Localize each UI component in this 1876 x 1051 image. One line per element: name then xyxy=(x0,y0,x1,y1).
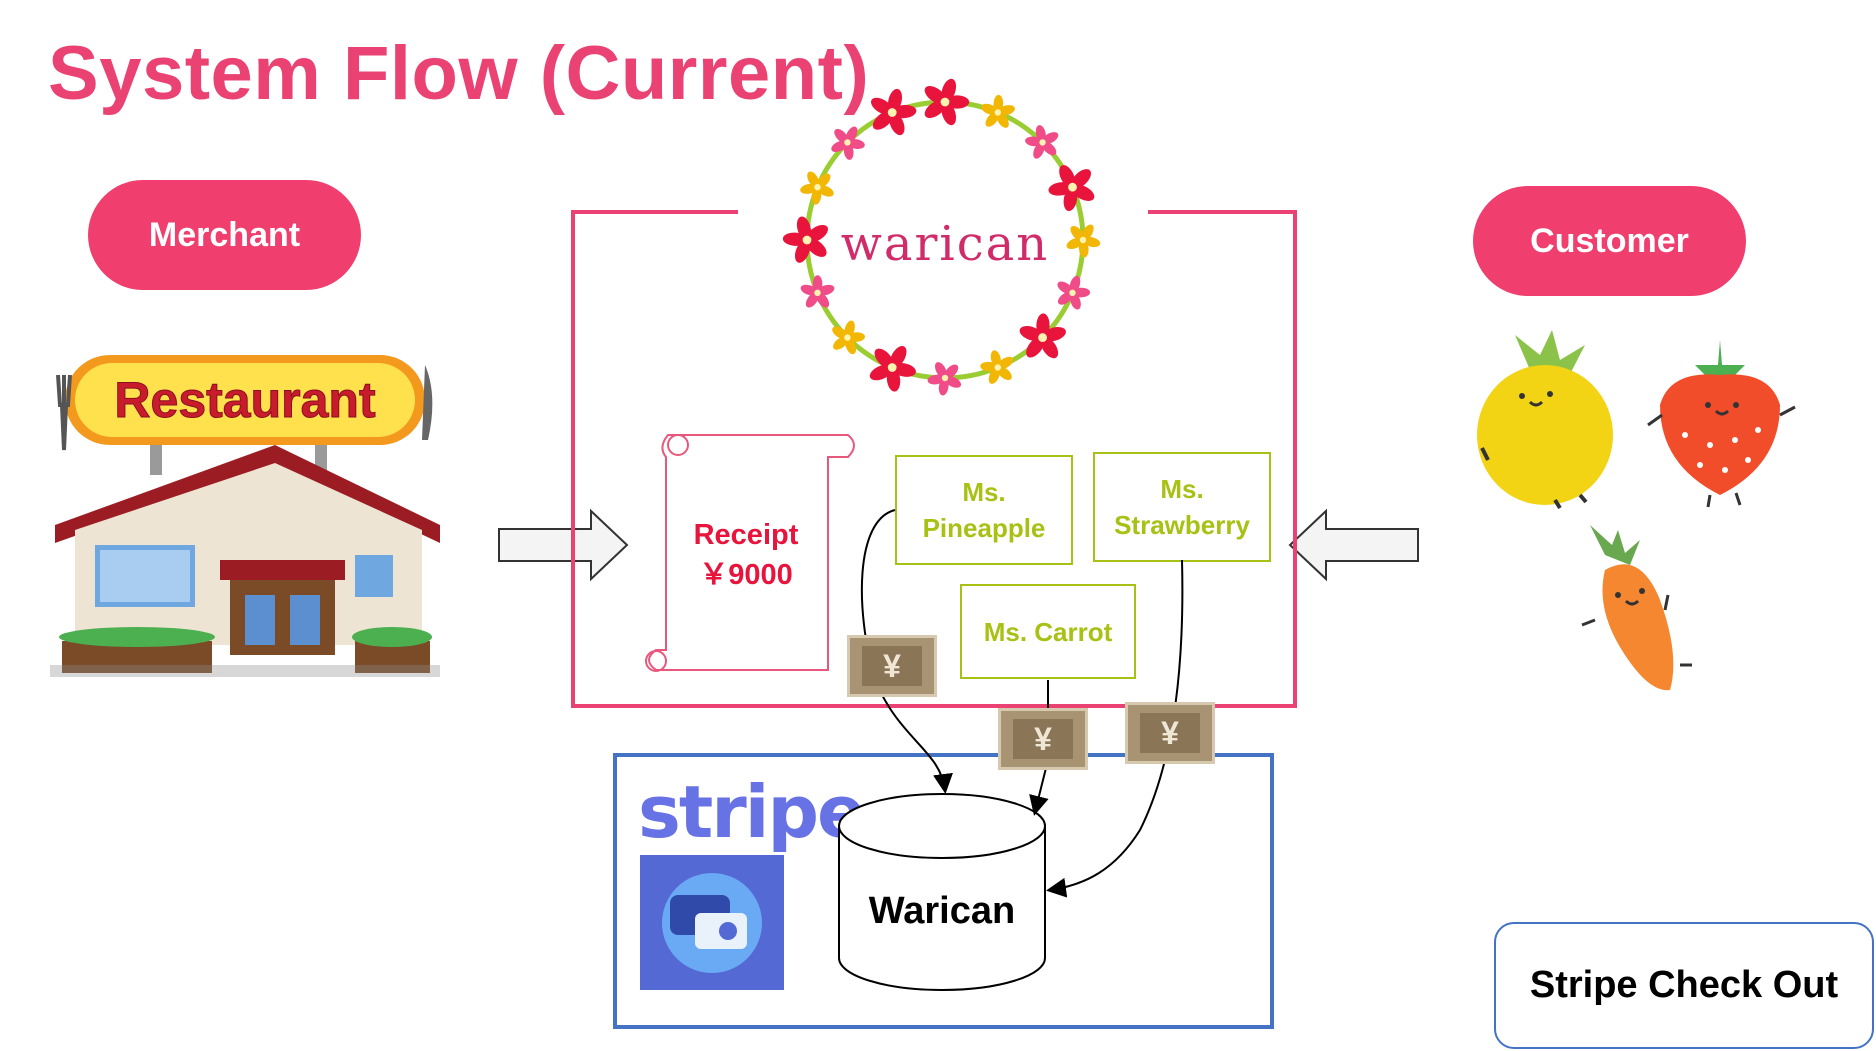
carrot-character-icon xyxy=(1581,525,1692,691)
customer-arrow-icon xyxy=(1288,508,1419,582)
flower-icon xyxy=(927,362,962,396)
cash-icon: ¥ xyxy=(1125,702,1215,764)
pineapple-character-icon xyxy=(1477,330,1613,510)
receipt-label: Receipt xyxy=(693,519,799,551)
page-title: System Flow (Current) xyxy=(48,31,870,116)
flower-icon xyxy=(980,350,1014,384)
restaurant-sign-text: Restaurant xyxy=(114,372,376,428)
flower-icon xyxy=(1048,165,1095,212)
flower-icon xyxy=(782,216,829,263)
stripe-checkout-box: Stripe Check Out xyxy=(1494,922,1874,1049)
payer-carrot: Ms. Carrot xyxy=(960,584,1136,679)
flower-icon xyxy=(800,171,834,205)
merchant-pill: Merchant xyxy=(88,180,361,290)
yen-symbol: ¥ xyxy=(862,646,922,686)
receipt-scroll-icon xyxy=(645,434,855,672)
cash-icon: ¥ xyxy=(998,708,1088,770)
merchant-arrow-icon xyxy=(498,508,629,582)
flower-icon xyxy=(1025,125,1059,159)
payer-strawberry: Ms. Strawberry xyxy=(1093,452,1271,562)
flower-icon xyxy=(981,94,1015,128)
stripe-frame xyxy=(613,753,1274,1029)
flower-icon xyxy=(869,345,916,392)
flower-icon xyxy=(1066,224,1101,258)
restaurant-illustration: Restaurant xyxy=(50,355,440,677)
database-label: Warican xyxy=(869,890,1015,932)
stripe-logo: stripe xyxy=(638,770,866,854)
cash-icon: ¥ xyxy=(847,635,937,697)
flower-icon xyxy=(800,275,835,308)
flower-icon xyxy=(831,126,865,160)
strawberry-character-icon xyxy=(1647,340,1796,508)
database-icon: Warican xyxy=(838,793,1046,991)
warican-wreath-logo: warican xyxy=(782,78,1101,396)
yen-symbol: ¥ xyxy=(1140,713,1200,753)
receipt-amount: ￥9000 xyxy=(699,559,793,591)
payer-pineapple: Ms. Pineapple xyxy=(895,455,1073,565)
flower-icon xyxy=(1019,313,1066,359)
flower-icon xyxy=(832,320,865,355)
customer-pill: Customer xyxy=(1473,186,1746,296)
flower-icon xyxy=(870,88,917,136)
flower-icon xyxy=(1057,275,1091,310)
stripe-terminal-icon xyxy=(640,855,784,990)
yen-symbol: ¥ xyxy=(1013,719,1073,759)
warican-logo-text: warican xyxy=(841,216,1049,272)
receipt-text: Receipt ￥9000 xyxy=(666,515,826,595)
flower-icon xyxy=(924,78,970,126)
